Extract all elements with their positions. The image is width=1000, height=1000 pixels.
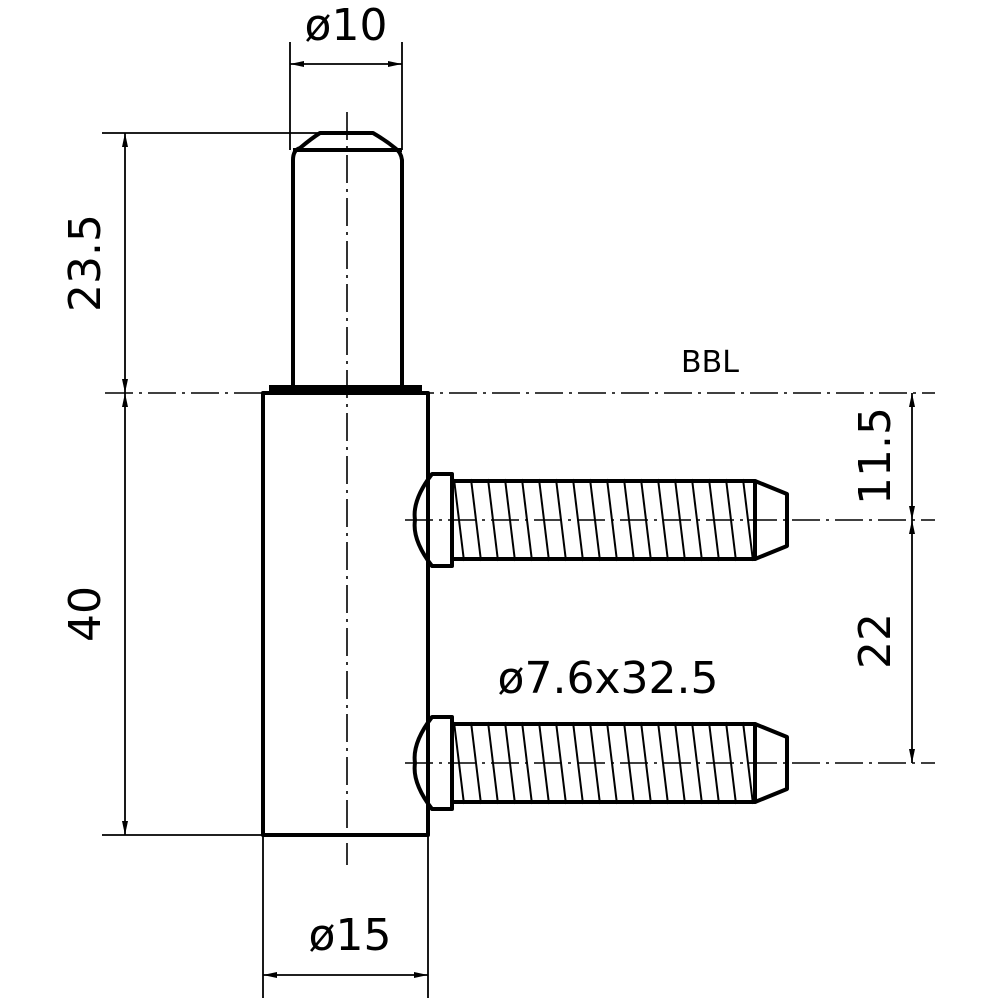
dim-pin-height: 23.5	[60, 132, 320, 393]
thread-line	[742, 721, 754, 805]
dim-screw-spacing: 22	[850, 520, 915, 763]
dim-screw-offset: 11.5	[850, 393, 915, 520]
svg-text:ø10: ø10	[305, 0, 388, 51]
svg-text:23.5: 23.5	[60, 214, 111, 312]
svg-text:11.5: 11.5	[850, 407, 901, 505]
bbl-label: BBL	[681, 345, 739, 380]
dim-body-diameter: ø15	[262, 835, 429, 998]
pin-collar	[269, 385, 422, 393]
svg-text:40: 40	[60, 586, 111, 642]
screw-threads	[453, 478, 754, 805]
screw-size-label: ø7.6x32.5	[498, 653, 719, 704]
dim-body-height: 40	[60, 393, 263, 836]
hinge-body	[261, 391, 430, 837]
svg-text:22: 22	[850, 613, 901, 669]
thread-line	[742, 478, 754, 562]
pin	[269, 131, 422, 393]
dim-pin-diameter: ø10	[289, 0, 403, 150]
svg-text:ø15: ø15	[309, 910, 392, 961]
